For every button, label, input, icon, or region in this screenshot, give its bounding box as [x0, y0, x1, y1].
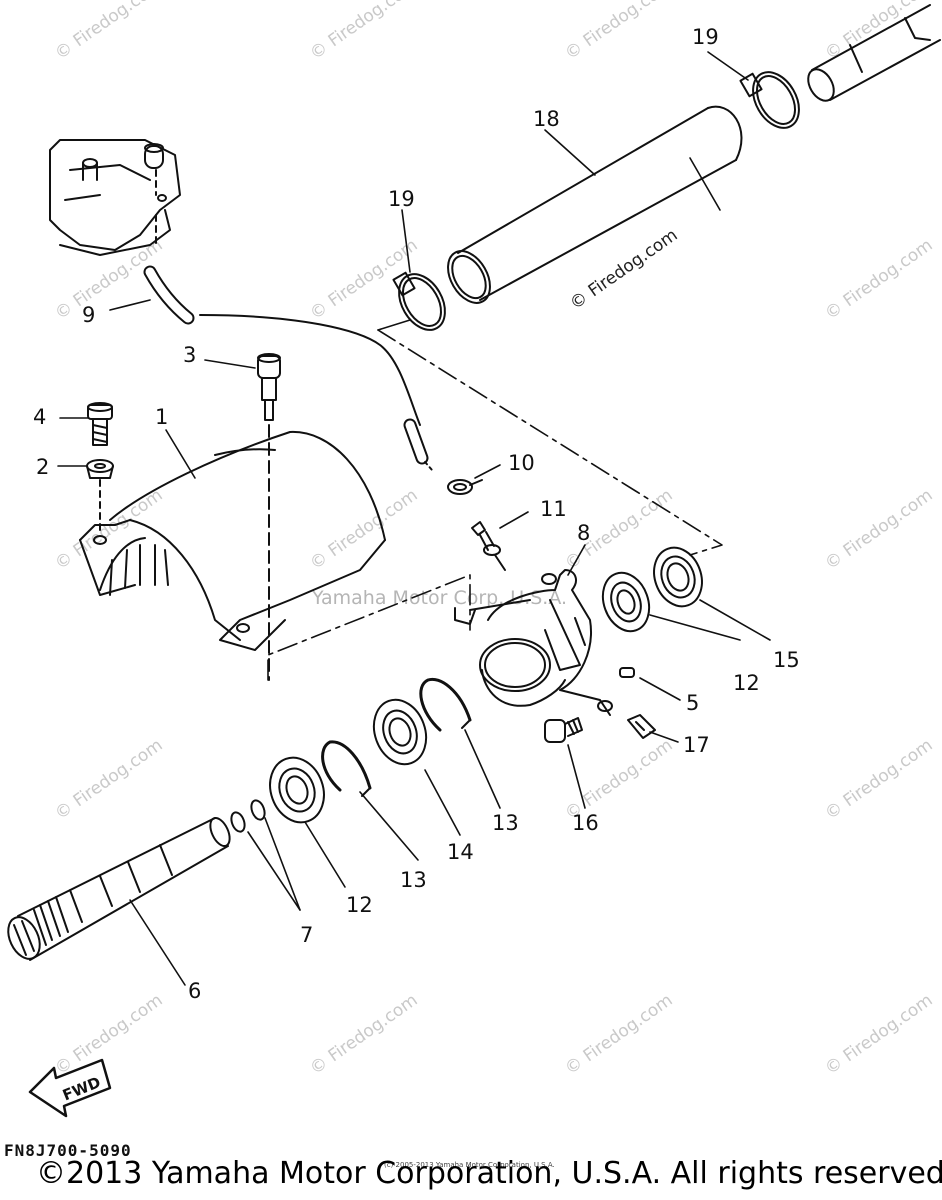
callout-4: 4: [33, 405, 46, 429]
callout-5: 5: [686, 691, 699, 715]
clip-10: [447, 479, 483, 495]
fwd-arrow: [28, 1058, 112, 1118]
callout-16: 16: [572, 811, 599, 835]
callout-8: 8: [577, 521, 590, 545]
watermark: © Firedog.com: [821, 235, 936, 324]
callout-3: 3: [183, 343, 196, 367]
bearing-12-right: [601, 571, 651, 633]
callout-12-right: 12: [733, 671, 760, 695]
watermark-center: © Firedog.com: [566, 225, 681, 314]
callout-19-right: 19: [692, 25, 719, 49]
o-rings-7: [230, 799, 266, 833]
spring-clip-17: [627, 714, 656, 739]
circlip-13-lower: [321, 740, 372, 797]
watermark: © Firedog.com: [306, 0, 421, 64]
tube-18: [447, 105, 743, 304]
callout-9: 9: [82, 303, 95, 327]
callout-11: 11: [540, 497, 567, 521]
callout-12-lower: 12: [346, 893, 373, 917]
watermark: © Firedog.com: [306, 990, 421, 1079]
callout-numbers: 1 2 3 4 5 6 7 8 9 10 11 12 12 13 13 14 1…: [33, 25, 800, 1003]
callout-18: 18: [533, 107, 560, 131]
watermark: © Firedog.com: [51, 990, 166, 1079]
bolt-3: [257, 353, 281, 681]
bolt-4: [87, 402, 113, 446]
watermark: © Firedog.com: [561, 0, 676, 64]
pin-5: [619, 667, 635, 678]
callout-leaders: [57, 51, 771, 986]
diagram-part-code: FN8J700-5090: [4, 1141, 132, 1160]
bolt-16: [544, 717, 583, 743]
callout-10: 10: [508, 451, 535, 475]
watermark: © Firedog.com: [51, 0, 166, 64]
watermark: © Firedog.com: [51, 485, 166, 574]
bearing-housing-8: [454, 569, 613, 716]
watermark: © Firedog.com: [306, 485, 421, 574]
callout-7: 7: [300, 923, 313, 947]
hose-clamp-19-left: [392, 271, 446, 331]
hose-9: [143, 265, 433, 471]
circlip-13-upper: [419, 677, 472, 732]
watermark-grid: © Firedog.com © Firedog.com © Firedog.co…: [51, 0, 936, 1079]
callout-17: 17: [683, 733, 710, 757]
bearing-15: [653, 546, 703, 608]
watermark: © Firedog.com: [821, 735, 936, 824]
cover-1: [79, 430, 386, 651]
callout-14: 14: [447, 840, 474, 864]
callout-1: 1: [155, 405, 168, 429]
callout-13-upper: 13: [492, 811, 519, 835]
collar-2: [86, 459, 114, 531]
watermark: © Firedog.com: [821, 485, 936, 574]
watermark: © Firedog.com: [821, 990, 936, 1079]
small-copyright-note: (c) 2005-2013 Yamaha Motor Corporation, …: [384, 1161, 555, 1169]
callout-2: 2: [36, 455, 49, 479]
callout-6: 6: [188, 979, 201, 1003]
watermark-overlay: Yamaha Motor Corp. U.S.A.: [311, 587, 567, 609]
callout-15: 15: [773, 648, 800, 672]
callout-19-left: 19: [388, 187, 415, 211]
watermark: © Firedog.com: [51, 735, 166, 824]
bearing-14: [372, 698, 428, 766]
bearing-12-lower: [269, 756, 325, 824]
engine-bracket-fragment: [49, 139, 181, 256]
shaft-6: [7, 816, 231, 961]
assembly-leader-lines: [267, 319, 723, 681]
watermark: © Firedog.com: [561, 990, 676, 1079]
drive-shaft-upper: [807, 4, 941, 102]
copyright-footer: ©2013 Yamaha Motor Corporation, U.S.A. A…: [36, 1156, 942, 1191]
nipple-11: [471, 521, 506, 571]
hose-clamp-19-right: [739, 71, 800, 129]
callout-13-lower: 13: [400, 868, 427, 892]
